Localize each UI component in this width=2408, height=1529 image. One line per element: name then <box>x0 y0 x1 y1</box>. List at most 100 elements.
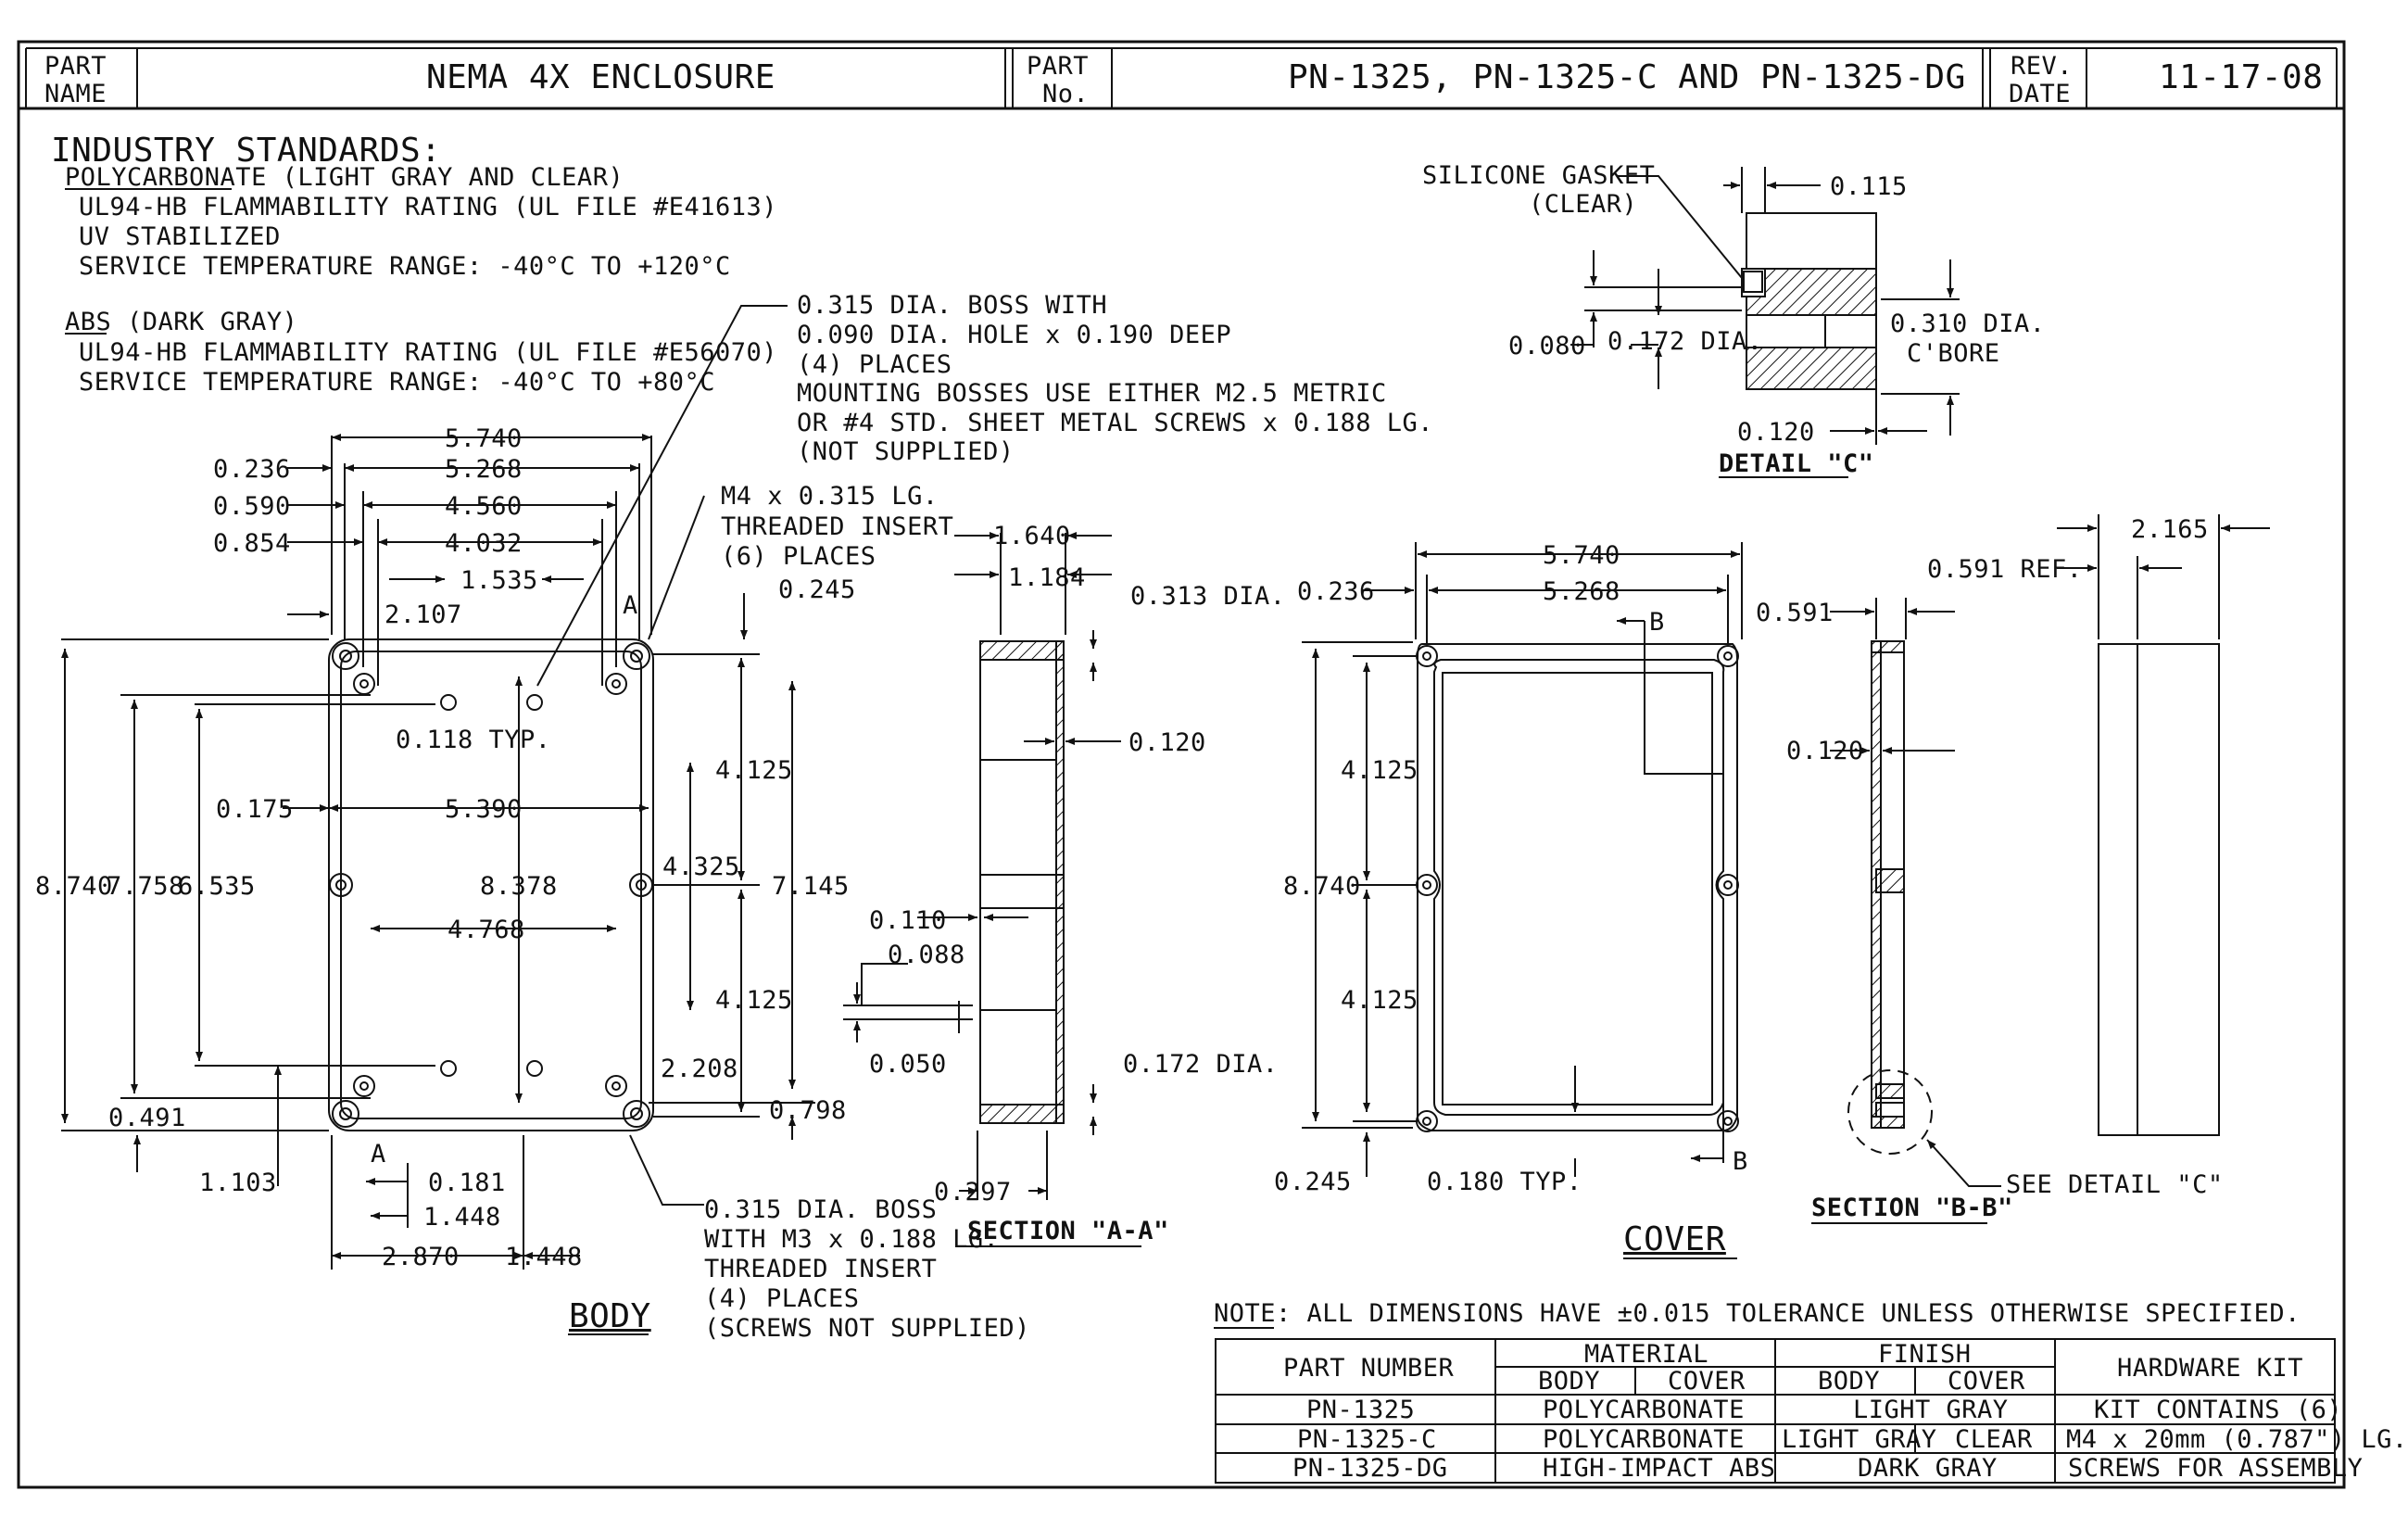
table-row-1-material: POLYCARBONATE <box>1543 1396 1745 1424</box>
dim-body-7145: 7.145 <box>772 872 850 901</box>
dim-body-0181: 0.181 <box>428 1169 506 1197</box>
body-view-title: BODY <box>569 1297 651 1335</box>
dim-c-0120: 0.120 <box>1737 418 1815 447</box>
table-row-3-material: HIGH-IMPACT ABS <box>1543 1454 1776 1483</box>
part-no-label-1: PART <box>1027 52 1090 81</box>
pc-note: (LIGHT GRAY AND CLEAR) <box>266 163 624 192</box>
dim-cover-8740: 8.740 <box>1283 872 1361 901</box>
table-row-2-material: POLYCARBONATE <box>1543 1425 1745 1454</box>
boss-note-5: OR #4 STD. SHEET METAL SCREWS x 0.188 LG… <box>797 409 1433 437</box>
m3-note-3: THREADED INSERT <box>704 1255 938 1283</box>
dim-cover-4125-bottom: 4.125 <box>1341 986 1418 1015</box>
boss-note-2: 0.090 DIA. HOLE x 0.190 DEEP <box>797 321 1232 349</box>
m3-note-4: (4) PLACES <box>704 1284 860 1313</box>
abs-line-1: UL94-HB FLAMMABILITY RATING (UL FILE #E5… <box>79 338 777 367</box>
dim-aa-0120: 0.120 <box>1128 728 1206 757</box>
dim-c-0310-2: C'BORE <box>1907 339 2000 368</box>
insert-note-1: M4 x 0.315 LG. <box>721 482 939 511</box>
dim-aa-0297: 0.297 <box>934 1178 1012 1207</box>
section-bb-title: SECTION "B-B" <box>1811 1194 2013 1222</box>
table-row-1-part: PN-1325 <box>1306 1396 1416 1424</box>
table-header-finish-cover: COVER <box>1948 1367 2025 1396</box>
abs-heading: ABS (DARK GRAY) <box>65 310 297 335</box>
dim-body-0590: 0.590 <box>213 492 291 521</box>
table-header-material-cover: COVER <box>1668 1367 1746 1396</box>
tolerance-note: NOTE: ALL DIMENSIONS HAVE ±0.015 TOLERAN… <box>1214 1301 2301 1326</box>
dim-body-5740: 5.740 <box>445 424 523 453</box>
dim-body-4032: 4.032 <box>445 529 523 558</box>
pc-line-1: UL94-HB FLAMMABILITY RATING (UL FILE #E4… <box>79 193 777 221</box>
dim-body-8740: 8.740 <box>35 872 113 901</box>
dim-body-0854: 0.854 <box>213 529 291 558</box>
dim-body-8378: 8.378 <box>480 872 558 901</box>
dim-body-0491: 0.491 <box>108 1104 186 1132</box>
dim-aa-0172: 0.172 DIA. <box>1123 1050 1279 1079</box>
dim-body-5268: 5.268 <box>445 455 523 484</box>
standards-heading: INDUSTRY STANDARDS: <box>51 132 442 170</box>
dim-body-2208: 2.208 <box>661 1055 738 1083</box>
part-no-label-2: No. <box>1042 80 1090 108</box>
dim-c-0115: 0.115 <box>1830 172 1908 201</box>
dim-body-0236: 0.236 <box>213 455 291 484</box>
table-row-2-part: PN-1325-C <box>1297 1425 1437 1454</box>
gasket-label-2: (CLEAR) <box>1529 190 1638 219</box>
pc-line-2: UV STABILIZED <box>79 222 281 251</box>
dim-bb-0591: 0.591 <box>1756 599 1834 627</box>
dim-body-4325: 4.325 <box>662 853 740 881</box>
table-header-finish: FINISH <box>1878 1340 1972 1369</box>
table-row-3-finish: DARK GRAY <box>1858 1454 1998 1483</box>
hardware-line-3: SCREWS FOR ASSEMBLY <box>2068 1454 2364 1483</box>
dim-body-2107: 2.107 <box>385 600 462 629</box>
part-name-label-1: PART <box>44 52 107 81</box>
dim-cover-5268: 5.268 <box>1543 577 1620 606</box>
pc-heading: POLYCARBONATE (LIGHT GRAY AND CLEAR) <box>65 165 624 190</box>
dim-body-4560: 4.560 <box>445 492 523 521</box>
table-header-hardware: HARDWARE KIT <box>2117 1354 2304 1383</box>
dim-body-4125-top: 4.125 <box>715 756 793 785</box>
dim-cover-0180: 0.180 TYP. <box>1427 1168 1582 1196</box>
section-aa-title: SECTION "A-A" <box>967 1217 1169 1245</box>
dim-body-1103: 1.103 <box>199 1169 277 1197</box>
table-header-part-number: PART NUMBER <box>1283 1354 1455 1383</box>
dim-cover-5740: 5.740 <box>1543 541 1620 570</box>
boss-note-1: 0.315 DIA. BOSS WITH <box>797 291 1108 320</box>
dim-c-0310-1: 0.310 DIA. <box>1890 310 2046 338</box>
dim-aa-0088: 0.088 <box>888 941 965 969</box>
hardware-line-2: M4 x 20mm (0.787") LG. <box>2066 1425 2408 1454</box>
dim-c-0080: 0.080 <box>1508 332 1586 360</box>
dim-body-1448-top: 1.448 <box>423 1203 501 1232</box>
insert-note-2: THREADED INSERT <box>721 512 954 541</box>
dim-bb-0591-ref: 0.591 REF. <box>1927 555 2083 584</box>
note-text: ALL DIMENSIONS HAVE ±0.015 TOLERANCE UNL… <box>1306 1299 2301 1328</box>
dim-bb-0120: 0.120 <box>1786 737 1864 765</box>
dim-bb-2165: 2.165 <box>2131 515 2209 544</box>
cover-view-title: COVER <box>1623 1220 1726 1258</box>
section-a-label-top: A <box>623 591 638 620</box>
section-b-label-bottom: B <box>1733 1147 1748 1176</box>
table-header-material: MATERIAL <box>1584 1340 1709 1369</box>
part-numbers: PN-1325, PN-1325-C AND PN-1325-DG <box>1288 58 1966 96</box>
gasket-label-1: SILICONE GASKET <box>1422 161 1656 190</box>
note-label: NOTE: <box>1214 1299 1292 1328</box>
table-row-2-finish-cover: CLEAR <box>1955 1425 2033 1454</box>
table-row-2-finish-body: LIGHT GRAY <box>1782 1425 1937 1454</box>
pc-line-3: SERVICE TEMPERATURE RANGE: -40°C TO +120… <box>79 252 731 281</box>
dim-c-0172: 0.172 DIA. <box>1607 327 1763 356</box>
dim-body-6535: 6.535 <box>178 872 256 901</box>
dim-body-5390: 5.390 <box>445 795 523 824</box>
hardware-line-1: KIT CONTAINS (6) <box>2094 1396 2343 1424</box>
dim-aa-0050: 0.050 <box>869 1050 947 1079</box>
table-header-finish-body: BODY <box>1818 1367 1881 1396</box>
boss-note-4: MOUNTING BOSSES USE EITHER M2.5 METRIC <box>797 379 1387 408</box>
m3-note-5: (SCREWS NOT SUPPLIED) <box>704 1314 1030 1343</box>
table-row-3-part: PN-1325-DG <box>1292 1454 1448 1483</box>
dim-body-0245: 0.245 <box>778 575 856 604</box>
dim-body-0118: 0.118 TYP. <box>396 726 551 754</box>
pc-name: POLYCARBONATE <box>65 163 267 192</box>
dim-body-4768: 4.768 <box>448 916 525 944</box>
dim-aa-0110: 0.110 <box>869 906 947 935</box>
abs-note: (DARK GRAY) <box>111 308 298 336</box>
dim-body-1448-bottom: 1.448 <box>505 1243 583 1271</box>
